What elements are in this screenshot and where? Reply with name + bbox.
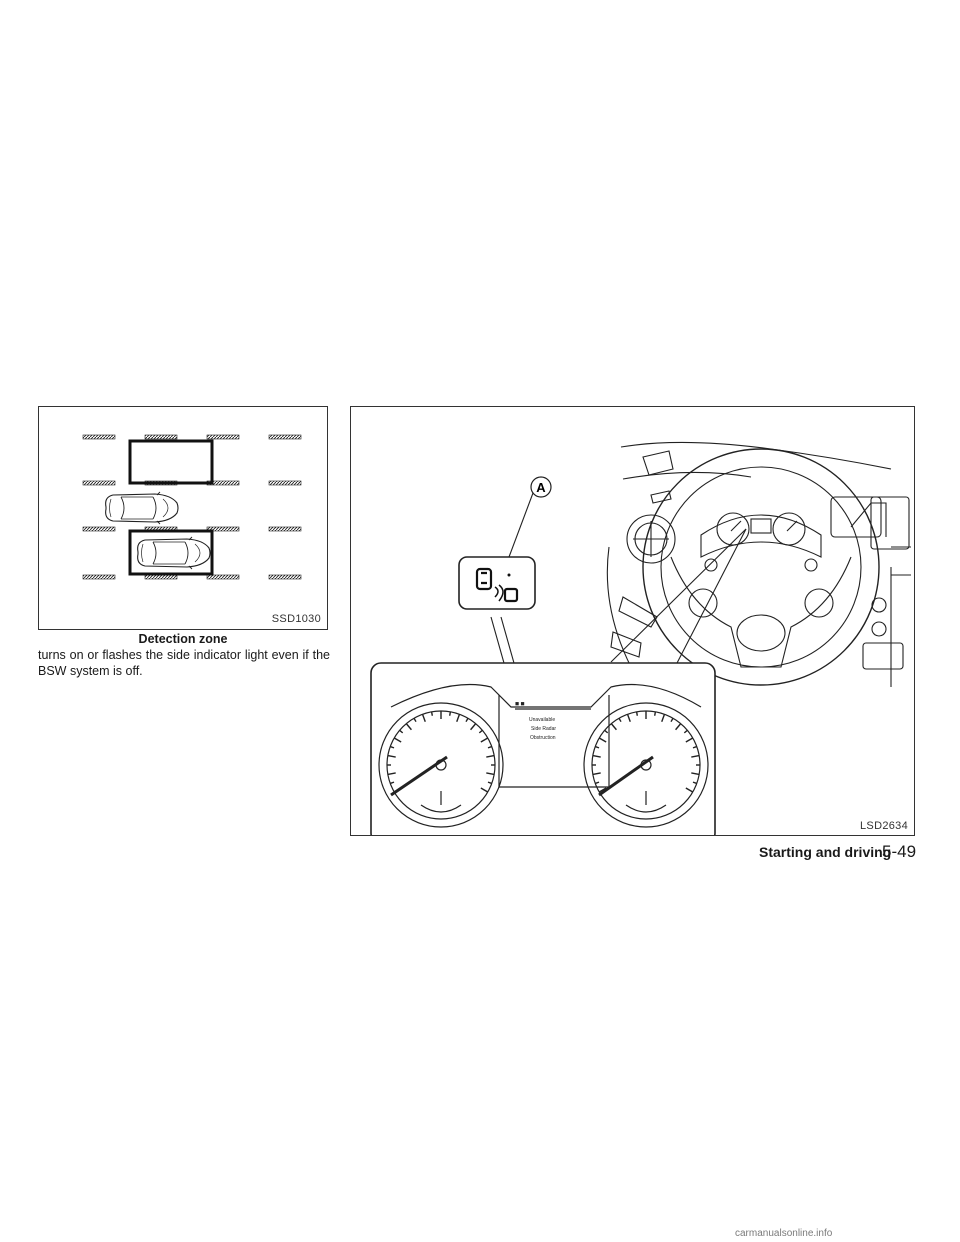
gauge-tick xyxy=(592,772,601,776)
gauge-tick xyxy=(390,745,395,749)
gauge-tick xyxy=(399,729,404,734)
gauge-tick xyxy=(691,772,700,776)
gauge-tick xyxy=(487,745,492,749)
gauge-tick xyxy=(685,787,694,793)
footer-section-title: Starting and driving xyxy=(759,844,892,860)
display-line-3: Obstruction xyxy=(530,735,556,741)
gauge-tick xyxy=(478,729,483,734)
gauge-tick xyxy=(610,723,617,731)
gauge-tick xyxy=(683,729,688,734)
indicator-icon-box xyxy=(458,556,536,610)
figure-caption: Detection zone xyxy=(138,632,228,646)
side-indicator-figure: A xyxy=(350,406,915,844)
gauge-tick xyxy=(653,711,657,716)
watermark: carmanualsonline.info xyxy=(735,1228,833,1239)
gauge-tick xyxy=(448,711,452,716)
gauge-tick xyxy=(618,717,622,723)
body-paragraph: turns on or flashes the side indicator l… xyxy=(38,648,330,678)
gauge-tick xyxy=(456,714,461,723)
gauge-tick xyxy=(595,781,600,785)
cluster-zoom-box xyxy=(370,662,716,844)
gauge-tick xyxy=(421,714,426,723)
gauge-tick xyxy=(387,772,396,776)
gauge-tick xyxy=(486,772,495,776)
gauge-tick xyxy=(405,723,412,731)
detection-zone-illustration xyxy=(82,434,302,580)
own-car xyxy=(137,536,211,570)
gauge-tick xyxy=(390,781,395,785)
gauge-tick xyxy=(480,737,489,743)
gauge-tick xyxy=(413,717,417,723)
footer-page-number: 5-49 xyxy=(882,842,917,861)
gauge-tick xyxy=(480,787,489,793)
callout-label: A xyxy=(536,480,546,495)
gauge-tick xyxy=(670,717,674,723)
gauge-tick xyxy=(604,729,609,734)
figure-code: LSD2634 xyxy=(860,820,908,832)
gauge-tick xyxy=(393,787,402,793)
gauge-tick xyxy=(393,737,402,743)
gauge-ticks xyxy=(387,711,700,793)
display-line-1: Unavailable xyxy=(529,717,555,723)
side-indicator-icon xyxy=(475,567,519,603)
gauge-tick xyxy=(598,787,607,793)
detection-zone-upper xyxy=(128,439,214,485)
gauge-tick xyxy=(387,754,396,758)
display-line-2: Side Radar xyxy=(531,726,556,732)
figure-code: SSD1030 xyxy=(271,613,321,625)
gauge-tick xyxy=(692,781,697,785)
dashboard-illustration: A xyxy=(370,441,911,844)
gauge-tick xyxy=(691,754,700,758)
gauge-tick xyxy=(661,714,666,723)
detection-zone-figure: SSD1030 xyxy=(38,406,328,630)
adjacent-car xyxy=(105,491,179,525)
gauge-tick xyxy=(470,723,477,731)
gauge-tick xyxy=(598,737,607,743)
gauge-tick xyxy=(635,711,639,716)
detection-zone-lower xyxy=(128,529,214,576)
gauge-tick xyxy=(486,754,495,758)
gauge-tick xyxy=(675,723,682,731)
gauge-tick xyxy=(430,711,434,716)
gauge-tick xyxy=(465,717,469,723)
gauge-tick xyxy=(626,714,631,723)
gauge-tick xyxy=(692,745,697,749)
gauge-tick xyxy=(592,754,601,758)
gauge-tick xyxy=(487,781,492,785)
gauge-tick xyxy=(595,745,600,749)
gauge-tick xyxy=(685,737,694,743)
display-icon-row: ◼ ◼ xyxy=(515,701,525,707)
